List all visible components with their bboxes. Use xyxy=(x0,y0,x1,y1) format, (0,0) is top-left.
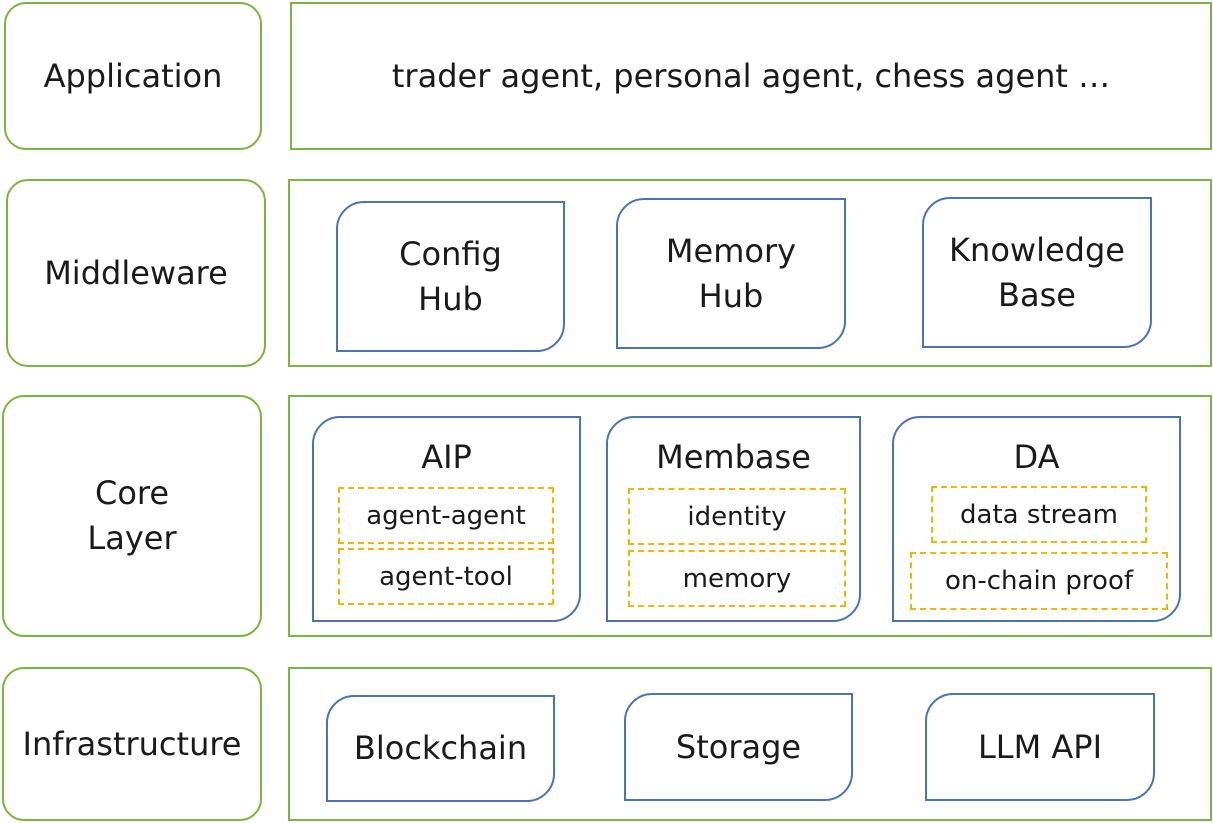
config-hub-module: Config Hub xyxy=(336,201,565,352)
aip-title: AIP xyxy=(421,438,472,476)
config-hub-title: Config Hub xyxy=(399,234,502,318)
core-layer-label-text: Core Layer xyxy=(87,474,177,557)
da-title: DA xyxy=(1013,438,1060,476)
middleware-label-text: Middleware xyxy=(44,253,228,292)
infrastructure-label-text: Infrastructure xyxy=(22,724,242,763)
middleware-label: Middleware xyxy=(6,179,266,367)
application-content: trader agent, personal agent, chess agen… xyxy=(391,57,1111,95)
application-panel: trader agent, personal agent, chess agen… xyxy=(290,2,1212,150)
da-item-on-chain-proof: on-chain proof xyxy=(910,552,1168,610)
storage-module: Storage xyxy=(624,693,853,801)
knowledge-base-title: Knowledge Base xyxy=(949,230,1125,314)
memory-hub-title: Memory Hub xyxy=(665,231,797,315)
blockchain-module: Blockchain xyxy=(326,695,555,802)
blockchain-title: Blockchain xyxy=(353,729,528,768)
aip-item-agent-agent: agent-agent xyxy=(338,487,554,544)
llm-api-title: LLM API xyxy=(977,727,1103,766)
membase-item-identity: identity xyxy=(628,488,846,545)
membase-title: Membase xyxy=(656,438,811,476)
storage-title: Storage xyxy=(675,727,802,766)
application-label-text: Application xyxy=(43,56,223,95)
da-item-data-stream: data stream xyxy=(931,486,1147,543)
core-layer-label: Core Layer xyxy=(2,395,262,637)
memory-hub-module: Memory Hub xyxy=(616,198,846,349)
membase-item-memory: memory xyxy=(628,550,846,607)
llm-api-module: LLM API xyxy=(925,693,1155,801)
infrastructure-label: Infrastructure xyxy=(2,667,262,821)
aip-item-agent-tool: agent-tool xyxy=(338,548,554,605)
application-label: Application xyxy=(4,2,262,150)
knowledge-base-module: Knowledge Base xyxy=(922,197,1152,348)
